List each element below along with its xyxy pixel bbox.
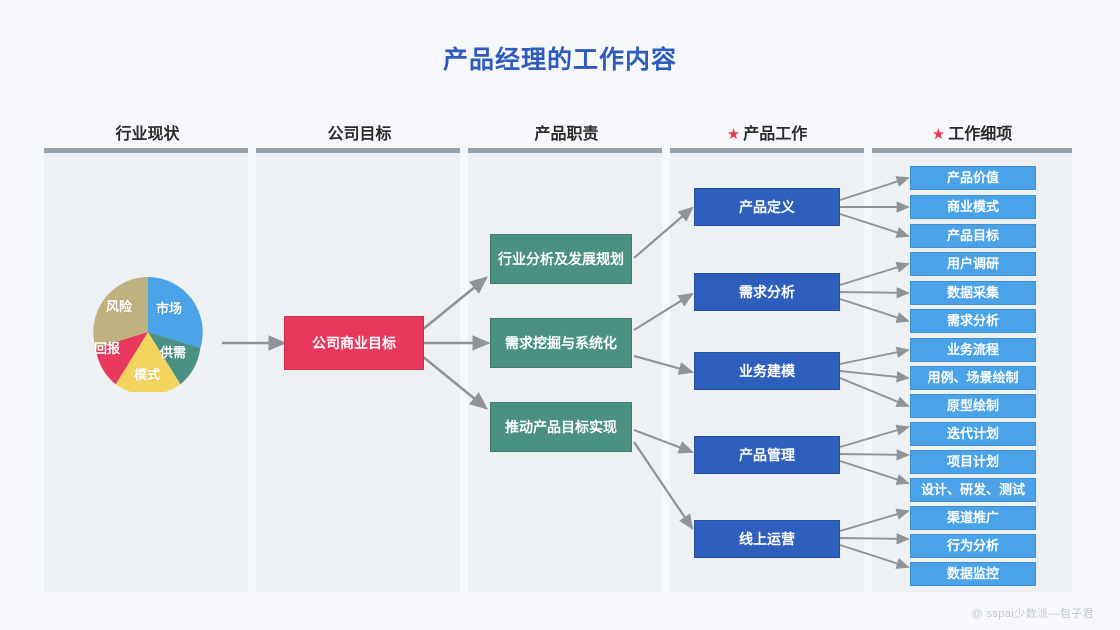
pie-slice-model — [115, 332, 181, 395]
pie-slice-supply — [148, 332, 201, 385]
pie-slice-market — [148, 277, 203, 349]
column-header-industry-label: 行业现状 — [115, 126, 180, 143]
box-detail-15[interactable]: 数据监控 — [910, 562, 1036, 586]
box-work-4[interactable]: 产品管理 — [694, 436, 840, 474]
column-header-company: 公司目标 — [256, 120, 460, 144]
box-detail-11[interactable]: 项目计划 — [910, 450, 1036, 474]
column-header-company-label: 公司目标 — [327, 126, 392, 143]
box-work-2[interactable]: 需求分析 — [694, 273, 840, 311]
box-duty-3[interactable]: 推动产品目标实现 — [490, 402, 632, 452]
column-header-industry: 行业现状 — [44, 120, 248, 144]
star-icon-work: ★ — [726, 126, 741, 143]
box-detail-8[interactable]: 用例、场景绘制 — [910, 366, 1036, 390]
industry-status-pie: 市场 供需 模式 回报 风险 — [88, 272, 208, 395]
column-header-detail: ★工作细项 — [872, 120, 1072, 144]
pie-label-risk: 风险 — [106, 299, 133, 314]
panel-company — [256, 148, 460, 592]
column-header-detail-label: 工作细项 — [948, 126, 1013, 143]
pie-svg — [93, 277, 203, 395]
box-detail-14[interactable]: 行为分析 — [910, 534, 1036, 558]
box-detail-6[interactable]: 需求分析 — [910, 309, 1036, 333]
box-detail-1[interactable]: 产品价值 — [910, 166, 1036, 190]
pie-slice-risk — [93, 277, 148, 349]
box-detail-2[interactable]: 商业模式 — [910, 195, 1036, 219]
box-detail-7[interactable]: 业务流程 — [910, 338, 1036, 362]
panel-duty — [468, 148, 662, 592]
pie-slice-return — [95, 332, 148, 385]
box-detail-10[interactable]: 迭代计划 — [910, 422, 1036, 446]
star-icon-detail: ★ — [931, 126, 946, 143]
box-detail-12[interactable]: 设计、研发、测试 — [910, 478, 1036, 502]
column-header-duty-label: 产品职责 — [534, 126, 599, 143]
page-title: 产品经理的工作内容 — [442, 46, 677, 74]
box-company-goal[interactable]: 公司商业目标 — [284, 316, 424, 370]
pie-label-market: 市场 — [156, 301, 183, 316]
watermark: @ sspai少数派—包子君 — [971, 608, 1094, 620]
box-duty-1[interactable]: 行业分析及发展规划 — [490, 234, 632, 284]
box-detail-9[interactable]: 原型绘制 — [910, 394, 1036, 418]
box-duty-2[interactable]: 需求挖掘与系统化 — [490, 318, 632, 368]
box-detail-3[interactable]: 产品目标 — [910, 224, 1036, 248]
box-detail-4[interactable]: 用户调研 — [910, 252, 1036, 276]
pie-label-supply: 供需 — [160, 345, 187, 360]
box-work-5[interactable]: 线上运营 — [694, 520, 840, 558]
box-work-3[interactable]: 业务建模 — [694, 352, 840, 390]
pie-label-return: 回报 — [94, 341, 121, 356]
column-header-duty: 产品职责 — [468, 120, 662, 144]
column-header-work: ★产品工作 — [670, 120, 864, 144]
box-detail-13[interactable]: 渠道推广 — [910, 506, 1036, 530]
column-header-work-label: 产品工作 — [743, 126, 808, 143]
box-detail-5[interactable]: 数据采集 — [910, 281, 1036, 305]
box-work-1[interactable]: 产品定义 — [694, 188, 840, 226]
pie-label-model: 模式 — [134, 367, 161, 382]
